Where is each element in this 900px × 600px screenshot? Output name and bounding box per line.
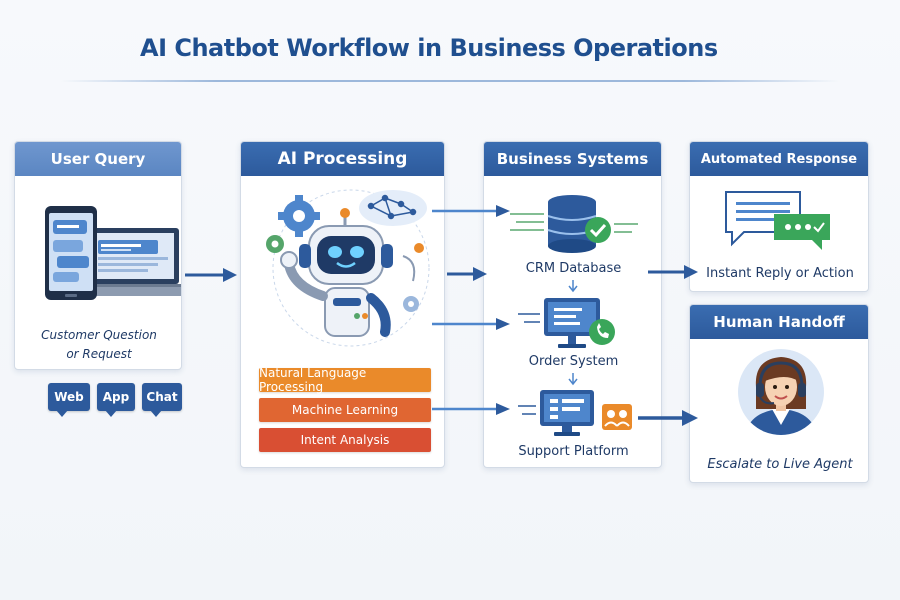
devices-icon [35, 200, 181, 310]
arrow-ai-to-order [432, 316, 512, 332]
gear-icon [278, 195, 320, 237]
ai-step-ml: Machine Learning [259, 398, 431, 422]
human-handoff-header: Human Handoff [690, 305, 868, 339]
channel-tag-chat[interactable]: Chat [142, 383, 182, 417]
ai-step-intent: Intent Analysis [259, 428, 431, 452]
automated-response-caption: Instant Reply or Action [706, 266, 854, 281]
channel-tag-chat-label: Chat [146, 390, 178, 404]
support-platform-label: Support Platform [518, 444, 629, 459]
arrow-systems-to-handoff [638, 409, 700, 427]
arrow-systems-to-response [648, 264, 700, 280]
crm-database-label: CRM Database [525, 261, 622, 276]
chat-bubbles-icon [724, 190, 836, 252]
arrow-ai-to-support [432, 401, 512, 417]
channel-tag-app-label: App [102, 390, 130, 404]
ai-processing-header-label: AI Processing [277, 149, 408, 169]
user-query-caption-line2: or Request [66, 347, 132, 361]
monitor-icon [514, 294, 624, 354]
business-systems-header: Business Systems [484, 142, 661, 176]
order-system-label: Order System [528, 354, 619, 369]
arrow-ai-to-crm [432, 203, 512, 219]
user-query-caption-line1: Customer Question [41, 328, 157, 342]
support-platform-icon [514, 388, 634, 440]
human-handoff-caption: Escalate to Live Agent [707, 457, 853, 472]
human-handoff-card: Human Handoff Escalate to Live Agent [689, 304, 869, 483]
page-title: AI Chatbot Workflow in Business Operatio… [140, 34, 718, 62]
user-query-header-label: User Query [50, 150, 146, 168]
database-icon [510, 192, 640, 258]
ai-processing-card: AI Processing [240, 141, 445, 468]
automated-response-header: Automated Response [690, 142, 868, 176]
ai-step-nlp: Natural Language Processing [259, 366, 431, 394]
human-handoff-header-label: Human Handoff [713, 313, 845, 331]
business-systems-card: Business Systems CRM Database [483, 141, 662, 468]
automated-response-header-label: Automated Response [700, 151, 858, 167]
channel-tag-web[interactable]: Web [48, 383, 90, 417]
ai-step-ml-label: Machine Learning [291, 403, 399, 417]
arrow-query-to-ai [185, 267, 239, 283]
channel-tag-app[interactable]: App [97, 383, 135, 417]
user-query-header: User Query [15, 142, 181, 176]
robot-icon [253, 186, 438, 356]
down-arrow-icon [568, 280, 578, 294]
down-arrow-icon-2 [568, 373, 578, 387]
arrow-ai-to-systems [447, 266, 487, 282]
ai-step-intent-label: Intent Analysis [300, 433, 390, 447]
business-systems-header-label: Business Systems [496, 150, 649, 168]
ai-step-nlp-label: Natural Language Processing [259, 366, 367, 394]
live-agent-avatar [736, 347, 826, 437]
channel-tag-web-label: Web [54, 390, 84, 404]
title-divider [60, 80, 840, 82]
automated-response-card: Automated Response Instant Reply or Acti… [689, 141, 869, 292]
ai-processing-header: AI Processing [241, 142, 444, 176]
user-query-card: User Query Customer Question or Re [14, 141, 182, 370]
